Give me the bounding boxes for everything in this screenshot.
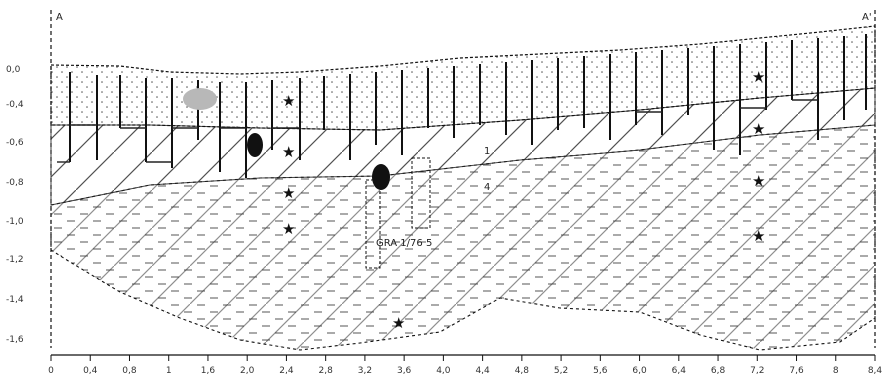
y-tick: -0,6 bbox=[6, 138, 24, 148]
sample-stars: ★ ★ ★ ★ ★ ★ ★ ★ ★ bbox=[282, 68, 765, 332]
star-marker: ★ bbox=[392, 314, 405, 332]
x-tick-label: 2,0 bbox=[240, 366, 255, 376]
x-tick-label: 8,4 bbox=[868, 366, 882, 376]
x-tick-label: 3,6 bbox=[397, 366, 412, 376]
top-sand-layer bbox=[50, 25, 876, 131]
profile-bars bbox=[69, 34, 867, 178]
y-tick: -0,8 bbox=[6, 178, 24, 188]
star-marker: ★ bbox=[752, 68, 765, 86]
y-ticks: 0,0 -0,4 -0,6 -0,8 -1,0 -1,2 -1,4 -1,6 bbox=[6, 65, 24, 345]
star-marker: ★ bbox=[752, 120, 765, 138]
x-tick-label: 3,2 bbox=[358, 366, 372, 376]
x-tick-label: 0,8 bbox=[122, 366, 137, 376]
stratigraphy bbox=[50, 25, 876, 351]
black-nodule bbox=[372, 164, 390, 190]
y-tick: -1,0 bbox=[6, 217, 24, 227]
y-tick: -0,4 bbox=[6, 100, 24, 110]
star-marker: ★ bbox=[282, 220, 295, 238]
y-tick: -1,4 bbox=[6, 295, 24, 305]
x-tick-label: 6,0 bbox=[632, 366, 647, 376]
borehole-label: GRA 1/76 5 bbox=[376, 238, 432, 249]
corner-label-right: A' bbox=[862, 12, 872, 23]
x-tick-label: 5,2 bbox=[554, 366, 568, 376]
y-tick: -1,2 bbox=[6, 255, 24, 265]
x-tick-label: 6,8 bbox=[711, 366, 726, 376]
x-ticks: 0 0,4 0,8 1 1,6 2,0 2,4 2,8 3,2 3,6 4,0 4,4 4,8 5,2 5,… bbox=[48, 355, 882, 376]
star-marker: ★ bbox=[752, 172, 765, 190]
star-marker: ★ bbox=[282, 92, 295, 110]
y-tick: -1,6 bbox=[6, 335, 24, 345]
borehole-column-2 bbox=[411, 157, 431, 229]
corner-label-left: A bbox=[56, 12, 63, 23]
star-marker: ★ bbox=[752, 227, 765, 245]
x-tick-label: 7,6 bbox=[789, 366, 804, 376]
black-nodule bbox=[247, 133, 263, 157]
x-tick-label: 5,6 bbox=[593, 366, 608, 376]
y-tick: 0,0 bbox=[6, 65, 21, 75]
lower-clay-diagonal bbox=[51, 125, 875, 350]
x-tick-label: 0 bbox=[48, 366, 54, 376]
x-tick-label: 2,4 bbox=[279, 366, 294, 376]
x-tick-label: 4,8 bbox=[515, 366, 530, 376]
grey-lens bbox=[183, 88, 217, 110]
star-marker: ★ bbox=[282, 184, 295, 202]
x-tick-label: 2,8 bbox=[319, 366, 334, 376]
x-tick-label: 1,6 bbox=[201, 366, 216, 376]
x-tick-label: 1 bbox=[166, 366, 172, 376]
step-lines bbox=[57, 99, 818, 163]
star-marker: ★ bbox=[282, 143, 295, 161]
x-tick-label: 8 bbox=[833, 366, 839, 376]
x-tick-label: 4,0 bbox=[436, 366, 451, 376]
x-tick-label: 0,4 bbox=[83, 366, 98, 376]
x-tick-label: 7,2 bbox=[750, 366, 764, 376]
x-tick-label: 4,4 bbox=[475, 366, 490, 376]
layer-label-1: 1 bbox=[484, 146, 490, 157]
x-tick-label: 6,4 bbox=[672, 366, 687, 376]
layer-label-4: 4 bbox=[484, 182, 490, 193]
